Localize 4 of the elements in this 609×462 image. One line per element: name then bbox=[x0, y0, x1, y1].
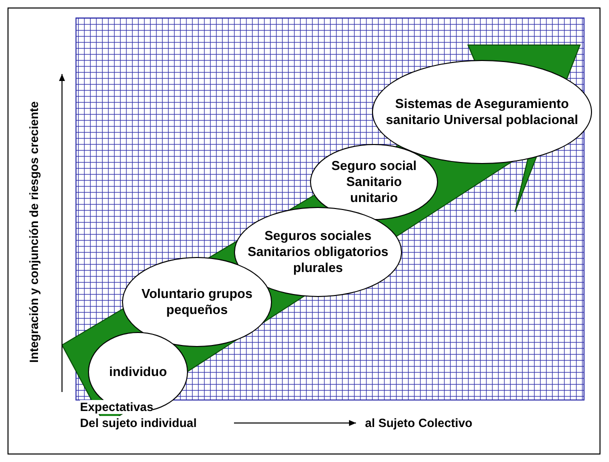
axis-label: Integración y conjunción de riesgos creciente bbox=[27, 101, 41, 363]
axis-label: Expectativas bbox=[80, 400, 154, 414]
axis-label: al Sujeto Colectivo bbox=[365, 416, 472, 430]
axis-label: Del sujeto individual bbox=[80, 416, 197, 430]
